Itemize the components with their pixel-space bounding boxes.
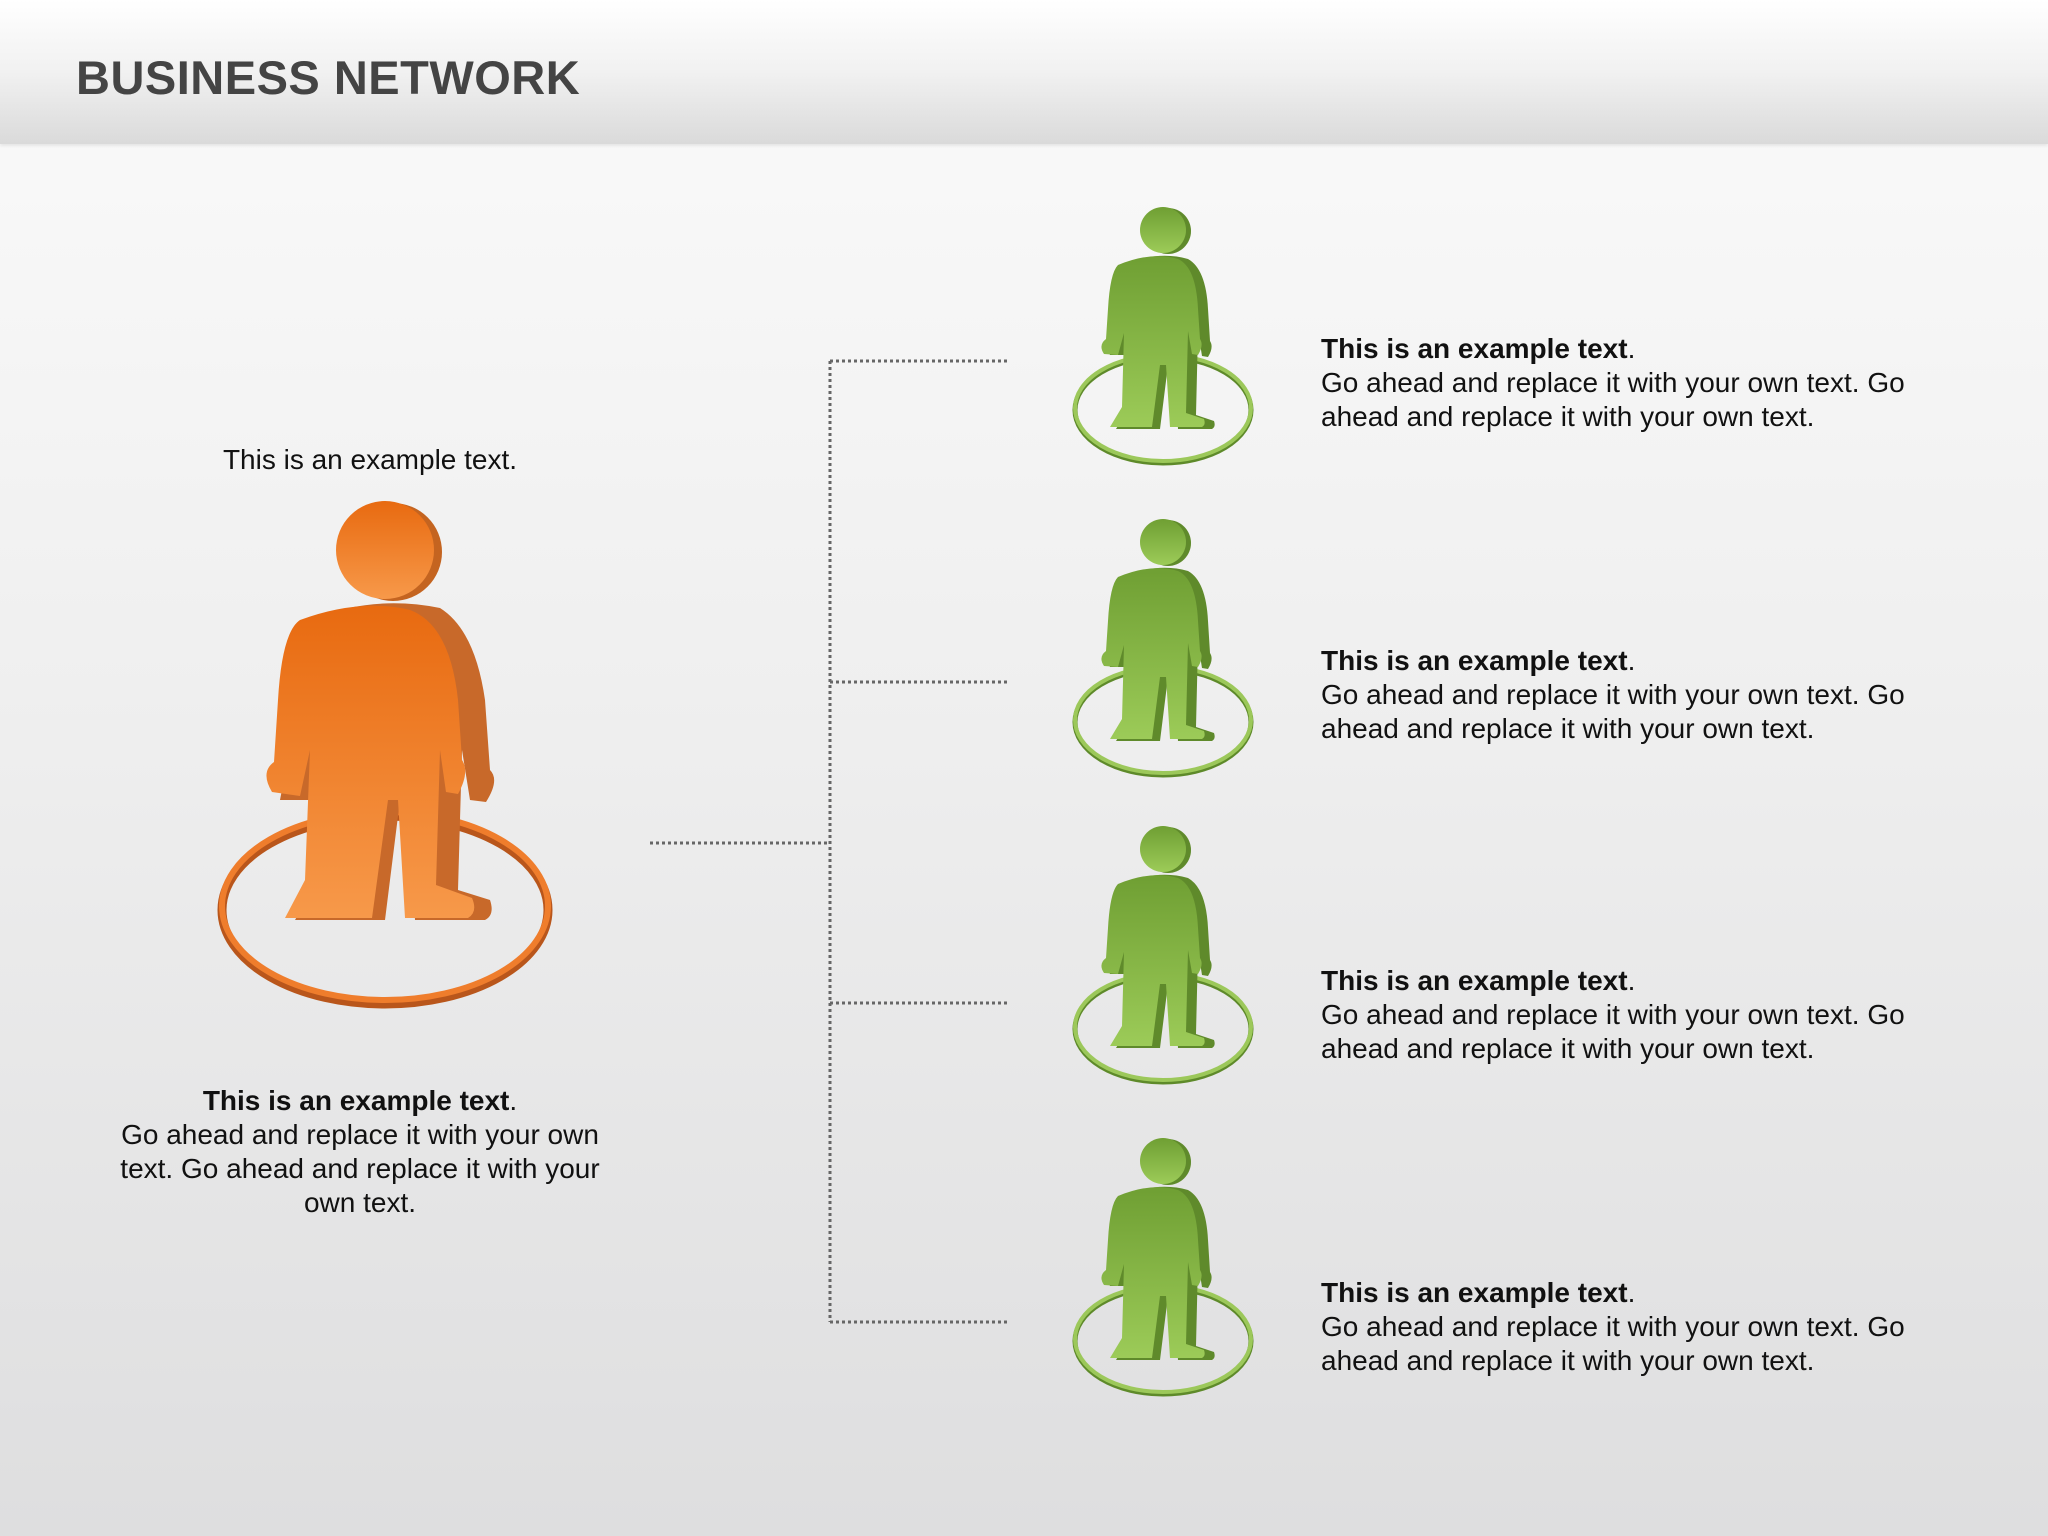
node-text-3: This is an example text. Go ahead and re… xyxy=(1321,964,1961,1066)
node-body-line: Go ahead and replace it with your own te… xyxy=(1321,679,1905,710)
node-body-line: ahead and replace it with your own text. xyxy=(1321,1033,1815,1064)
main-caption: This is an example text. xyxy=(222,444,518,475)
node-text-4: This is an example text. Go ahead and re… xyxy=(1321,1276,1961,1378)
header-bar xyxy=(0,0,2048,144)
node-heading-suffix: . xyxy=(1627,645,1636,676)
node-body-line: ahead and replace it with your own text. xyxy=(1321,1345,1815,1376)
node-heading-suffix: . xyxy=(1627,965,1636,996)
node-person-icon-3 xyxy=(1068,824,1258,1094)
node-heading-suffix: . xyxy=(1627,333,1636,364)
node-heading-suffix: . xyxy=(1627,1277,1636,1308)
node-text-1: This is an example text. Go ahead and re… xyxy=(1321,332,1961,434)
main-heading: This is an example text xyxy=(202,1085,510,1116)
node-heading: This is an example text xyxy=(1321,965,1628,996)
main-description: This is an example text. Go ahead and re… xyxy=(110,1084,610,1220)
node-heading: This is an example text xyxy=(1321,645,1628,676)
node-heading: This is an example text xyxy=(1321,333,1628,364)
node-person-icon-1 xyxy=(1068,205,1258,475)
node-person-icon-2 xyxy=(1068,517,1258,787)
node-body-line: Go ahead and replace it with your own te… xyxy=(1321,1311,1905,1342)
main-person-icon xyxy=(217,501,553,1009)
node-text-2: This is an example text. Go ahead and re… xyxy=(1321,644,1961,746)
main-body: Go ahead and replace it with your own te… xyxy=(120,1119,600,1218)
main-heading-suffix: . xyxy=(509,1085,518,1116)
page-title: BUSINESS NETWORK xyxy=(76,51,581,104)
node-body-line: Go ahead and replace it with your own te… xyxy=(1321,367,1905,398)
node-body-line: ahead and replace it with your own text. xyxy=(1321,713,1815,744)
node-heading: This is an example text xyxy=(1321,1277,1628,1308)
node-body-line: ahead and replace it with your own text. xyxy=(1321,401,1815,432)
node-body-line: Go ahead and replace it with your own te… xyxy=(1321,999,1905,1030)
node-person-icon-4 xyxy=(1068,1136,1258,1406)
